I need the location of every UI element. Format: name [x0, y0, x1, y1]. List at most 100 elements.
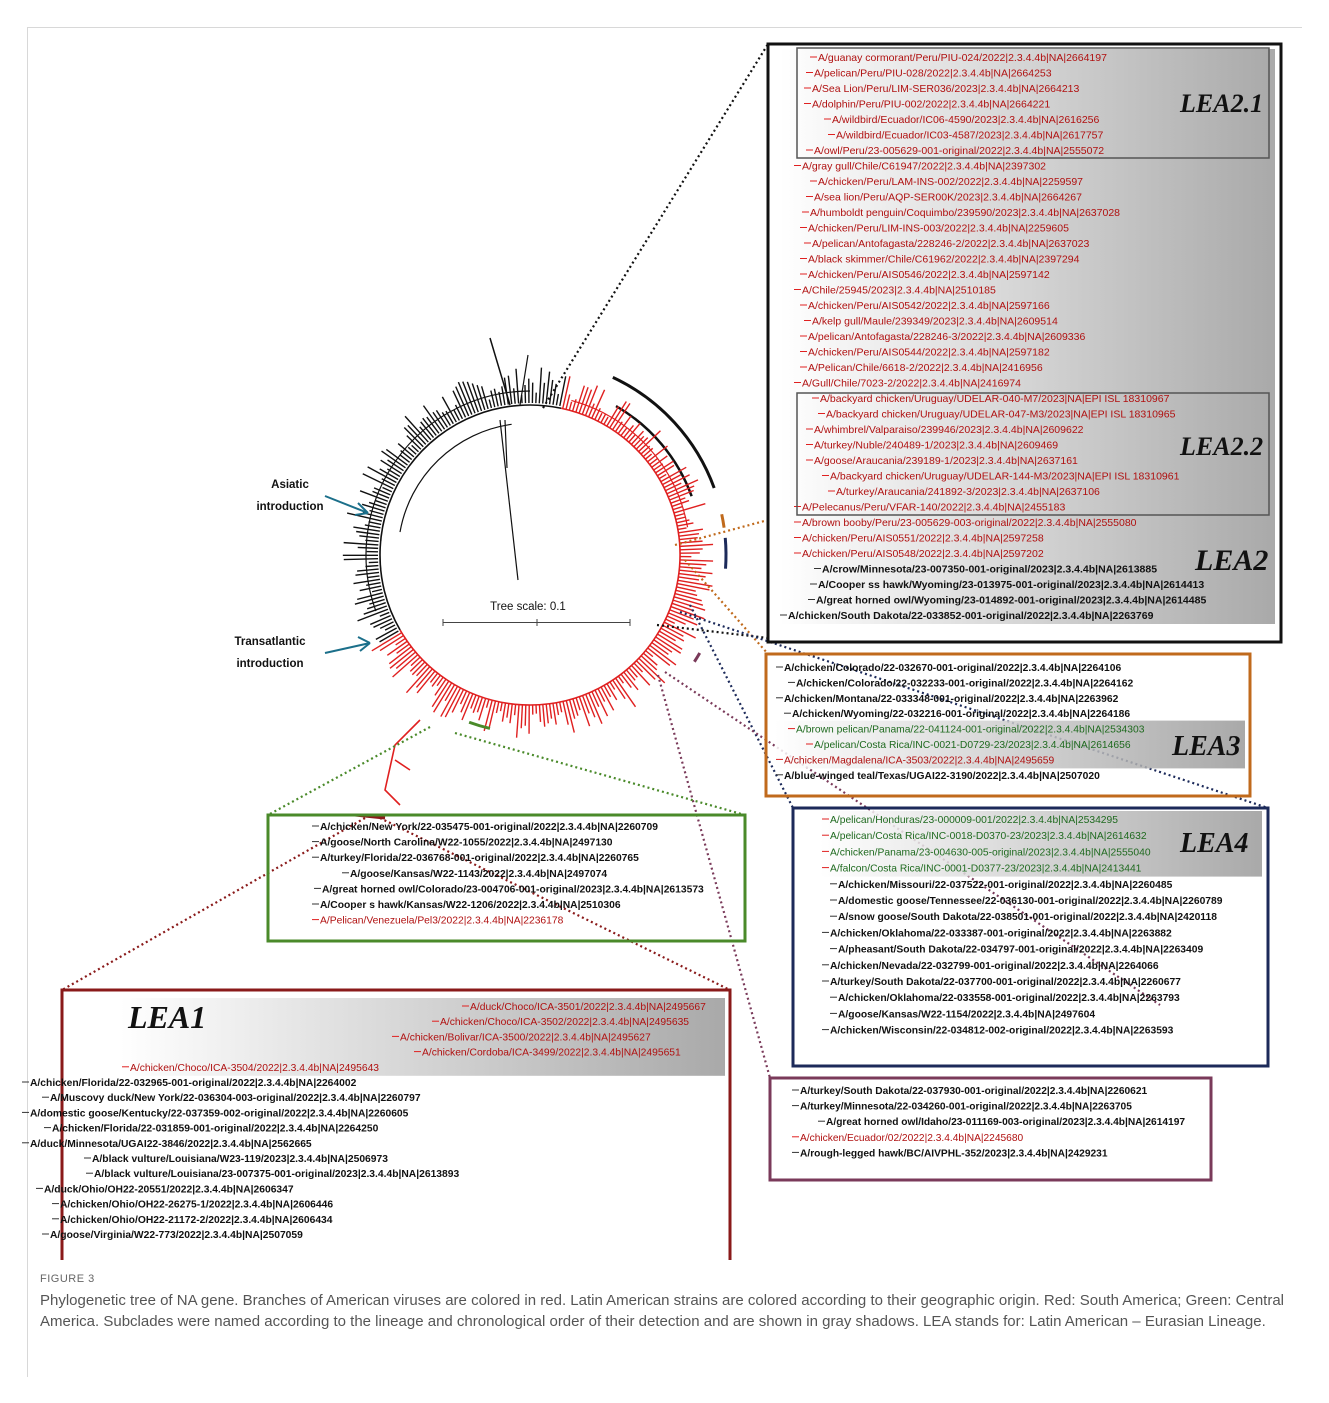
lea4-taxon-label: A/domestic goose/Tennessee/22-036130-001… [838, 896, 1223, 907]
lea1-taxon-label: A/duck/Minnesota/UGAI22-3846/2022|2.3.4.… [30, 1139, 312, 1150]
lea4-taxon-label: A/chicken/Missouri/22-037522-001-origina… [838, 880, 1173, 891]
lea2-2-title: LEA2.2 [1179, 432, 1263, 461]
lea2-taxon-label: A/pelican/Peru/PIU-028/2022|2.3.4.4b|NA|… [814, 68, 1052, 80]
lea1-taxon-label: A/chicken/Ohio/OH22-26275-1/2022|2.3.4.4… [60, 1200, 333, 1211]
lea2-taxon-label: A/guanay cormorant/Peru/PIU-024/2022|2.3… [818, 52, 1107, 64]
tree-scale-bar [442, 619, 631, 626]
lea4-taxon-label: A/pheasant/South Dakota/22-034797-001-or… [838, 945, 1203, 956]
lea1-taxon-label: A/black vulture/Louisiana/W23-119/2023|2… [92, 1154, 388, 1165]
lea2-taxon-label: A/humboldt penguin/Coquimbo/239590/2023|… [810, 207, 1120, 219]
lea2-border [766, 42, 1283, 644]
green-taxon-label: A/goose/North Carolina/W22-1055/2022|2.3… [320, 838, 613, 849]
transatlantic-label-line2: introduction [236, 658, 303, 670]
lea2-taxon-label: A/turkey/Araucania/241892-3/2023|2.3.4.4… [836, 486, 1100, 498]
purple-box: A/turkey/South Dakota/22-037930-001-orig… [768, 1076, 1213, 1182]
lea1-title: LEA1 [127, 999, 206, 1035]
lea3-border [764, 652, 1252, 798]
green-taxon-label: A/chicken/New York/22-035475-001-origina… [320, 822, 658, 833]
lea2-taxon-label: A/wildbird/Ecuador/IC03-4587/2023|2.3.4.… [836, 130, 1104, 142]
lea2-taxon-label: A/brown booby/Peru/23-005629-003-origina… [802, 517, 1137, 529]
lea2-taxon-label: A/chicken/Peru/AIS0542/2022|2.3.4.4b|NA|… [808, 300, 1050, 312]
lea3-box: A/chicken/Colorado/22-032670-001-origina… [764, 652, 1252, 798]
lea2-taxon-label: A/chicken/Peru/LIM-INS-003/2022|2.3.4.4b… [808, 223, 1069, 235]
lea4-title: LEA4 [1179, 828, 1248, 859]
green-taxon-label: A/Pelican/Venezuela/Pel3/2022|2.3.4.4b|N… [320, 916, 564, 927]
lea2-taxon-label: A/Pelican/Chile/6618-2/2022|2.3.4.4b|NA|… [808, 362, 1043, 374]
purple-taxon-label: A/rough-legged hawk/BC/AIVPHL-352/2023|2… [800, 1148, 1108, 1159]
lea4-box: A/pelican/Honduras/23-000009-001/2022|2.… [791, 806, 1270, 1068]
lea3-taxon-label: A/blue-winged teal/Texas/UGAI22-3190/202… [784, 771, 1100, 782]
lea4-taxon-label: A/chicken/Oklahoma/22-033387-001-origina… [830, 928, 1172, 939]
lea2-taxon-label: A/sea lion/Peru/AQP-SER00K/2023|2.3.4.4b… [814, 192, 1082, 204]
lea3-taxon-label: A/chicken/Magdalena/ICA-3503/2022|2.3.4.… [784, 755, 1054, 766]
lea2-1-box [796, 47, 1270, 159]
lea1-border [60, 988, 732, 1260]
lea2-taxon-label: A/whimbrel/Valparaiso/239946/2023|2.3.4.… [814, 424, 1084, 436]
lea2-taxon-label: A/Pelecanus/Peru/VFAR-140/2022|2.3.4.4b|… [802, 502, 1065, 514]
lea2-taxon-label: A/chicken/Peru/AIS0551/2022|2.3.4.4b|NA|… [802, 533, 1044, 545]
green-box: A/chicken/New York/22-035475-001-origina… [266, 813, 747, 943]
lea1-taxon-label: A/chicken/Cordoba/ICA-3499/2022|2.3.4.4b… [422, 1048, 681, 1059]
lea4-taxon-label: A/turkey/South Dakota/22-037700-001-orig… [830, 977, 1181, 988]
lea4-taxon-label: A/falcon/Costa Rica/INC-0001-D0377-23/20… [830, 864, 1142, 875]
lea4-taxon-label: A/chicken/Oklahoma/22-033558-001-origina… [838, 993, 1180, 1004]
lea3-taxon-label: A/chicken/Wyoming/22-032216-001-original… [792, 709, 1130, 720]
lea1-taxon-label: A/Muscovy duck/New York/22-036304-003-or… [50, 1093, 421, 1104]
transatlantic-arrow [324, 642, 371, 654]
lea2-taxon-label: A/chicken/Peru/AIS0546/2022|2.3.4.4b|NA|… [808, 269, 1050, 281]
lea2-taxon-label: A/pelican/Antofagasta/228246-3/2022|2.3.… [808, 331, 1085, 343]
tree-scale-label: Tree scale: 0.1 [490, 601, 566, 613]
lea2-taxon-label: A/dolphin/Peru/PIU-002/2022|2.3.4.4b|NA|… [812, 99, 1050, 111]
lea2-taxon-label: A/chicken/Peru/AIS0544/2022|2.3.4.4b|NA|… [808, 347, 1050, 359]
lea2-taxon-label: A/chicken/Peru/LAM-INS-002/2022|2.3.4.4b… [818, 176, 1083, 188]
asiatic-arrowhead [354, 502, 369, 516]
lea2-taxon-label: A/backyard chicken/Uruguay/UDELAR-040-M7… [820, 393, 1170, 405]
lea1-box: A/duck/Choco/ICA-3501/2022|2.3.4.4b|NA|2… [22, 988, 732, 1260]
leader-lines [61, 43, 1269, 1079]
transatlantic-label-line1: Transatlantic [235, 636, 307, 648]
lea1-taxon-label: A/chicken/Choco/ICA-3502/2022|2.3.4.4b|N… [440, 1017, 689, 1028]
lea2-taxon-label: A/crow/Minnesota/23-007350-001-original/… [822, 564, 1157, 576]
lea2-taxon-label: A/turkey/Nuble/240489-1/2023|2.3.4.4b|NA… [814, 440, 1058, 452]
lea2-taxon-label: A/goose/Araucania/239189-1/2023|2.3.4.4b… [814, 455, 1078, 467]
lea1-taxon-label: A/chicken/Ohio/OH22-21172-2/2022|2.3.4.4… [60, 1215, 333, 1226]
lea2-2-box [796, 392, 1270, 516]
lea2-taxon-label: A/kelp gull/Maule/239349/2023|2.3.4.4b|N… [812, 316, 1058, 328]
lea2-taxon-label: A/owl/Peru/23-005629-001-original/2022|2… [814, 145, 1104, 157]
purple-taxon-label: A/great horned owl/Idaho/23-011169-003-o… [826, 1117, 1185, 1128]
lea4-taxon-label: A/chicken/Wisconsin/22-034812-002-origin… [830, 1026, 1174, 1037]
lea1-taxon-label: A/duck/Ohio/OH22-20551/2022|2.3.4.4b|NA|… [44, 1184, 294, 1195]
figure-label: FIGURE 3 [40, 1273, 95, 1285]
lea2-taxon-label: A/Sea Lion/Peru/LIM-SER036/2023|2.3.4.4b… [812, 83, 1080, 95]
lea4-taxon-label: A/goose/Kansas/W22-1154/2022|2.3.4.4b|NA… [838, 1009, 1095, 1020]
lea3-taxon-label: A/chicken/Montana/22-033348-001-original… [784, 694, 1119, 705]
lea3-taxon-label: A/chicken/Colorado/22-032670-001-origina… [784, 663, 1121, 674]
lea4-taxon-label: A/chicken/Nevada/22-032799-001-original/… [830, 961, 1159, 972]
lea4-taxon-label: A/pelican/Costa Rica/INC-0018-D0370-23/2… [830, 831, 1147, 842]
lea4-border [791, 806, 1270, 1068]
green-border [266, 813, 747, 943]
lea4-subclade-shade [820, 811, 1262, 877]
lea2-taxon-label: A/backyard chicken/Uruguay/UDELAR-144-M3… [830, 471, 1180, 483]
purple-border [768, 1076, 1213, 1182]
lea1-subclade-shade [120, 998, 725, 1076]
lea2-taxon-label: A/wildbird/Ecuador/IC06-4590/2023|2.3.4.… [832, 114, 1100, 126]
lea2-taxon-label: A/gray gull/Chile/C61947/2022|2.3.4.4b|N… [802, 161, 1046, 173]
green-taxon-label: A/turkey/Florida/22-036768-001-original/… [320, 853, 639, 864]
lea1-taxon-label: A/chicken/Florida/22-032965-001-original… [30, 1078, 357, 1089]
figure-caption: Phylogenetic tree of NA gene. Branches o… [40, 1292, 1284, 1330]
green-taxon-label: A/Cooper s hawk/Kansas/W22-1206/2022|2.3… [320, 900, 621, 911]
lea4-taxon-label: A/snow goose/South Dakota/22-038501-001-… [838, 912, 1217, 923]
lea2-subclade-shade [780, 49, 1275, 624]
green-taxon-label: A/great horned owl/Colorado/23-004706-00… [322, 884, 704, 895]
lea2-taxon-label: A/great horned owl/Wyoming/23-014892-001… [816, 595, 1206, 607]
lea2-taxon-label: A/Cooper ss hawk/Wyoming/23-013975-001-o… [818, 579, 1204, 591]
figure-left-rule [27, 27, 28, 1377]
lea3-taxon-label: A/pelican/Costa Rica/INC-0021-D0729-23/2… [814, 740, 1131, 751]
lea4-taxon-label: A/pelican/Honduras/23-000009-001/2022|2.… [830, 815, 1118, 826]
lea2-taxon-label: A/chicken/South Dakota/22-033852-001-ori… [788, 610, 1154, 622]
lea2-taxon-label: A/chicken/Peru/AIS0548/2022|2.3.4.4b|NA|… [802, 548, 1044, 560]
lea1-taxon-label: A/domestic goose/Kentucky/22-037359-002-… [30, 1108, 409, 1119]
lea1-taxon-label: A/chicken/Bolivar/ICA-3500/2022|2.3.4.4b… [400, 1032, 651, 1043]
lea3-subclade-shade [775, 720, 1245, 769]
